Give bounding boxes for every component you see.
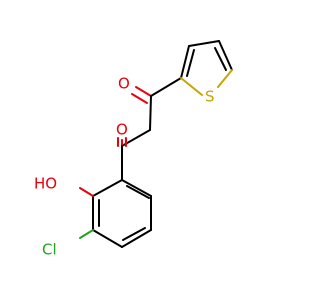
bond-th-5 [180,77,203,96]
bond-th-1 [180,45,190,79]
bond-ring-4 [92,229,123,248]
bond-c15-o-top [135,86,152,97]
bond-th-2 [188,40,220,47]
atom-o-mid: O [116,121,128,139]
bond-ring-3-inner [122,227,146,241]
bond-ring-1 [121,179,152,197]
bond-c-oh [79,187,94,197]
molecule-structure-diagram: O O HO Cl S [34,40,233,259]
bond-c15-ch2 [149,95,152,131]
bond-ring-3 [121,229,152,248]
bond-th-4 [217,69,233,88]
bond-th-3-inner [214,47,227,71]
bond-c-cl [79,229,94,239]
bond-th-1-inner [186,49,195,77]
atom-hydroxyl: HO [34,175,57,193]
atom-chlorine: Cl [42,241,57,259]
bond-c15-thiophene [150,77,182,97]
atom-sulfur: S [205,88,215,106]
bond-c15-o-top-double [131,93,148,104]
atom-o-top: O [118,75,130,93]
bond-ring-6 [92,179,123,197]
bond-ring-1-inner [126,185,150,199]
bond-th-3 [218,40,233,71]
